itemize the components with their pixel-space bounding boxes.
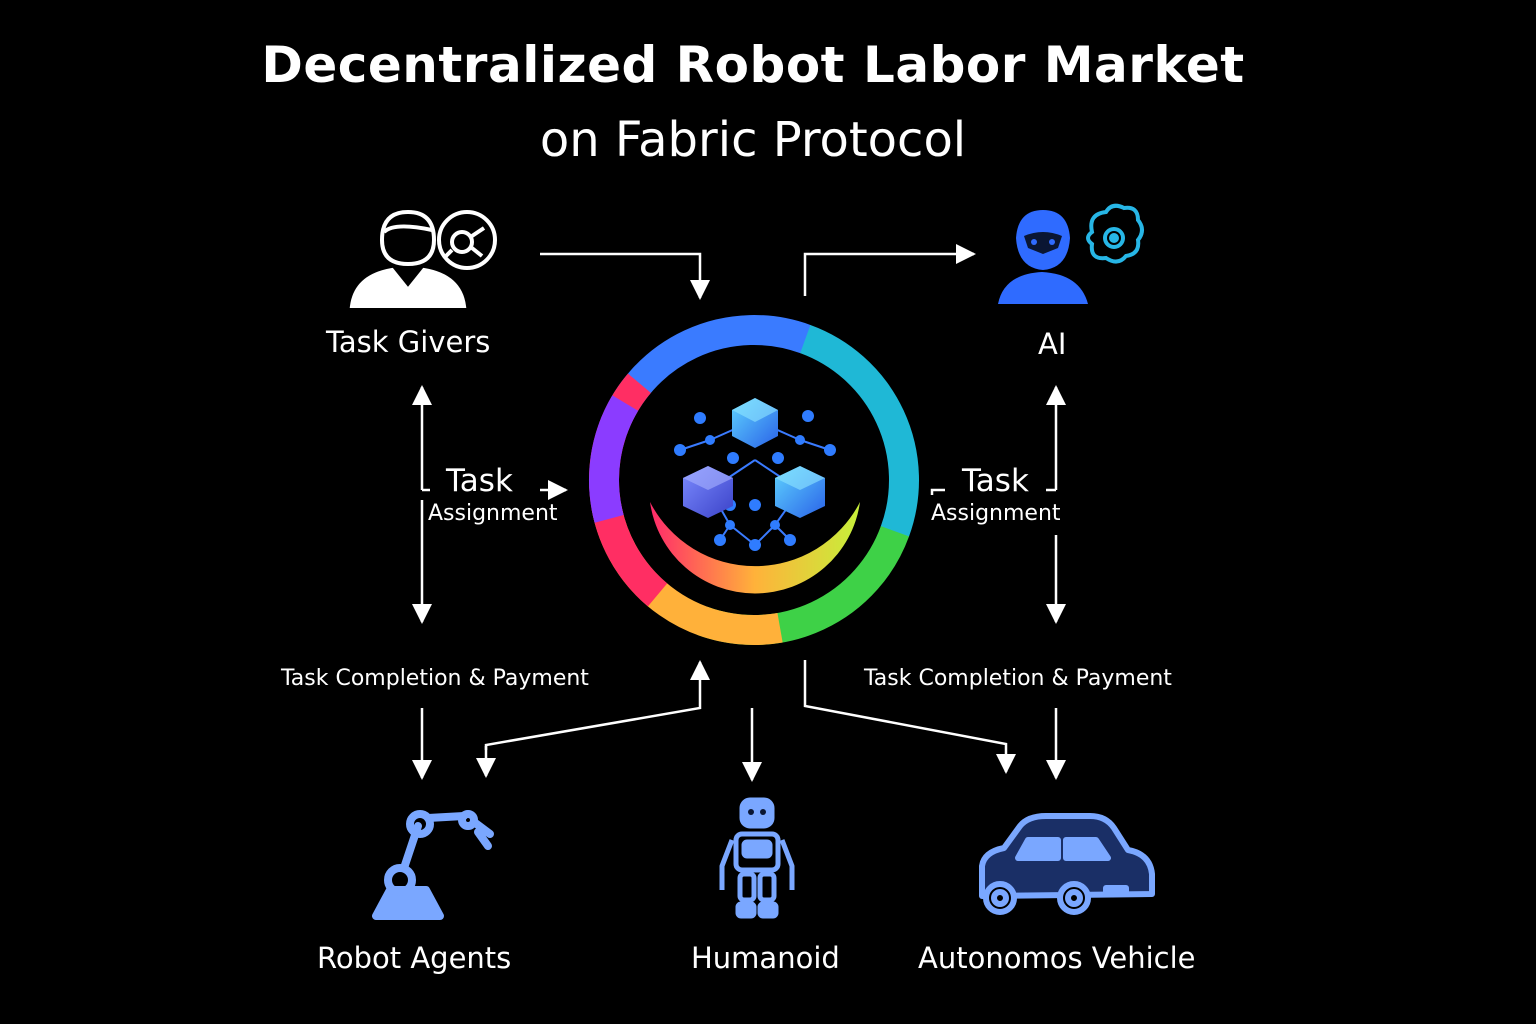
fabric-protocol-hub [543, 269, 966, 692]
edge-left-completion: Task Completion & Payment [281, 666, 589, 691]
arrow-hub-to-ai [805, 254, 974, 296]
gear-chart-icon [439, 212, 495, 268]
node-humanoid: Humanoid [691, 941, 840, 975]
ai-robot-icon [998, 210, 1088, 304]
car-icon [982, 816, 1152, 912]
edge-right-completion: Task Completion & Payment [864, 666, 1172, 691]
edge-right-task: Task [962, 463, 1029, 499]
edge-right-assignment: Assignment [931, 501, 1061, 526]
node-task-givers: Task Givers [326, 325, 490, 359]
arrow-right-to-hub [932, 490, 945, 495]
humanoid-icon [722, 800, 792, 916]
node-robot-agents: Robot Agents [317, 941, 511, 975]
edge-left-assignment: Assignment [428, 501, 558, 526]
brain-gear-icon [1088, 206, 1142, 262]
blockchain-cubes-icon [674, 398, 836, 551]
node-autonomous-vehicle: Autonomos Vehicle [918, 941, 1195, 975]
robot-arm-icon [376, 814, 490, 916]
edge-left-task: Task [446, 463, 513, 499]
arrow-taskgivers-to-hub [540, 254, 700, 298]
node-ai: AI [1038, 327, 1066, 361]
